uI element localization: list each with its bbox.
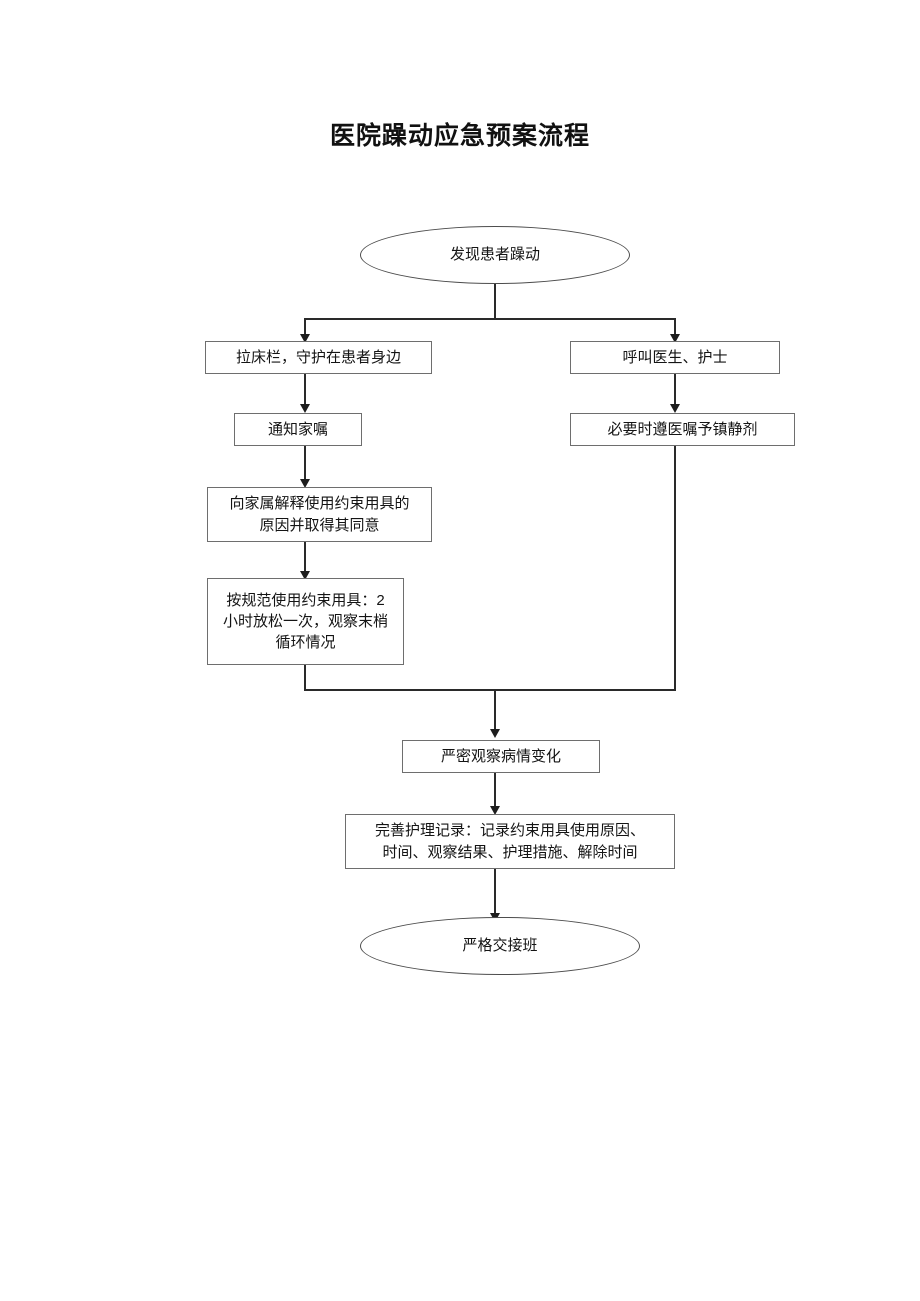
edge-left4-join-drop	[304, 665, 306, 691]
page-title: 医院躁动应急预案流程	[329, 122, 590, 150]
edge-record-end	[494, 869, 496, 917]
edge-right1-right2	[674, 374, 676, 406]
arrowhead-to-right1	[670, 334, 680, 343]
node-end[interactable]: 严格交接班	[360, 917, 640, 975]
node-notify-family[interactable]: 通知家嘱	[234, 413, 362, 446]
arrowhead-to-left2	[300, 404, 310, 413]
node-start[interactable]: 发现患者躁动	[360, 226, 630, 284]
edge-split-left-drop	[304, 318, 306, 336]
arrowhead-to-record	[489, 806, 500, 815]
node-left1-label: 拉床栏，守护在患者身边	[235, 348, 401, 366]
edge-split-bar	[305, 318, 676, 320]
node-call-doctor-nurse[interactable]: 呼叫医生、护士	[570, 341, 780, 374]
arrowhead-to-left3	[300, 479, 310, 488]
node-start-label: 发现患者躁动	[449, 246, 540, 264]
edge-left3-left4	[304, 542, 306, 576]
node-left2-label: 通知家嘱	[267, 420, 328, 438]
edge-join-bar	[304, 689, 676, 691]
edge-split-right-drop	[674, 318, 676, 336]
arrowhead-to-merge	[489, 729, 500, 738]
node-right1-label: 呼叫医生、护士	[622, 348, 728, 366]
node-pull-bedrail[interactable]: 拉床栏，守护在患者身边	[205, 341, 432, 374]
edge-start-stem	[494, 284, 496, 319]
arrowhead-to-right2	[670, 404, 680, 413]
node-close-observation[interactable]: 严密观察病情变化	[402, 740, 600, 773]
node-right2-label: 必要时遵医嘱予镇静剂	[607, 420, 758, 438]
node-left4-label: 按规范使用约束用具：2 小时放松一次，观察末梢 循环情况	[222, 591, 388, 652]
node-explain-restraint-reason[interactable]: 向家属解释使用约束用具的 原因并取得其同意	[207, 487, 432, 542]
node-merge-label: 严密观察病情变化	[440, 747, 561, 765]
edge-left1-left2	[304, 374, 306, 406]
edge-left2-left3	[304, 446, 306, 482]
arrowhead-to-left4	[300, 571, 310, 580]
arrowhead-to-left1	[300, 334, 310, 343]
node-complete-nursing-record[interactable]: 完善护理记录：记录约束用具使用原因、 时间、观察结果、护理措施、解除时间	[345, 814, 675, 869]
edge-join-to-merge	[494, 689, 496, 732]
edge-right2-join-drop	[674, 446, 676, 691]
edge-merge-record	[494, 773, 496, 809]
node-sedative-per-order[interactable]: 必要时遵医嘱予镇静剂	[570, 413, 795, 446]
node-end-label: 严格交接班	[462, 937, 538, 955]
node-left3-label: 向家属解释使用约束用具的 原因并取得其同意	[229, 495, 410, 534]
node-record-label: 完善护理记录：记录约束用具使用原因、 时间、观察结果、护理措施、解除时间	[374, 822, 645, 861]
node-use-restraint-standard[interactable]: 按规范使用约束用具：2 小时放松一次，观察末梢 循环情况	[207, 578, 404, 665]
